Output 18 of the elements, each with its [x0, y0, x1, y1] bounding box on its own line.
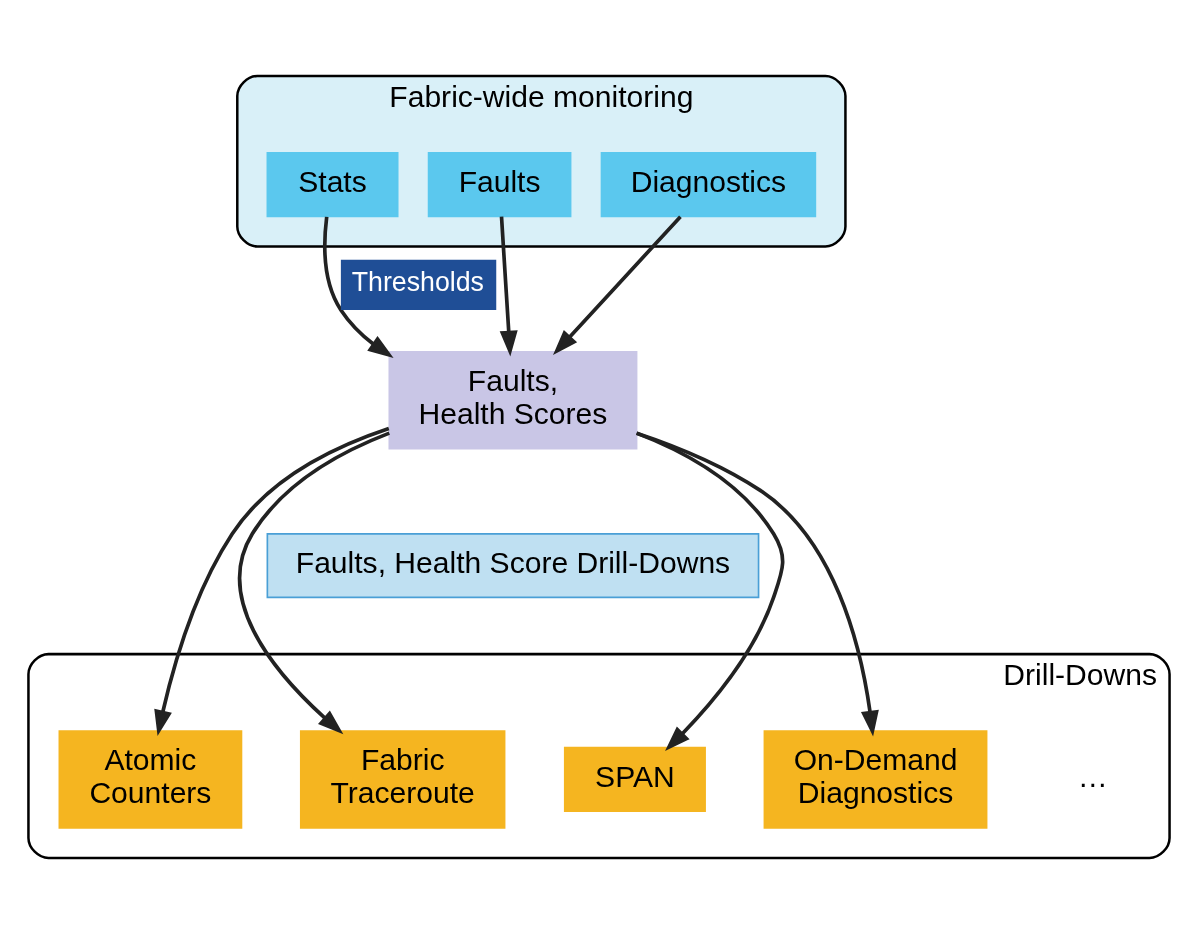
arrow: [553, 214, 682, 355]
node-box: Faults, Health Scores: [388, 350, 638, 449]
arrow: [323, 216, 394, 358]
arrow: [636, 430, 879, 736]
arrow: [237, 430, 390, 734]
arrow: [499, 216, 518, 356]
node-box: On-Demand Diagnostics: [763, 729, 988, 829]
node-box: Diagnostics: [600, 151, 817, 217]
arrow: [154, 426, 390, 736]
node-box: Atomic Counters: [58, 729, 243, 829]
node-box: SPAN: [563, 746, 706, 812]
arrow: [635, 430, 785, 751]
edge-label: Thresholds: [351, 266, 484, 297]
label: …: [1077, 759, 1108, 793]
node-box: Faults, Health Score Drill-Downs: [266, 532, 760, 598]
node-box: Fabric Traceroute: [299, 729, 506, 829]
node-box: Stats: [266, 151, 399, 217]
node-box: Faults: [427, 151, 572, 217]
